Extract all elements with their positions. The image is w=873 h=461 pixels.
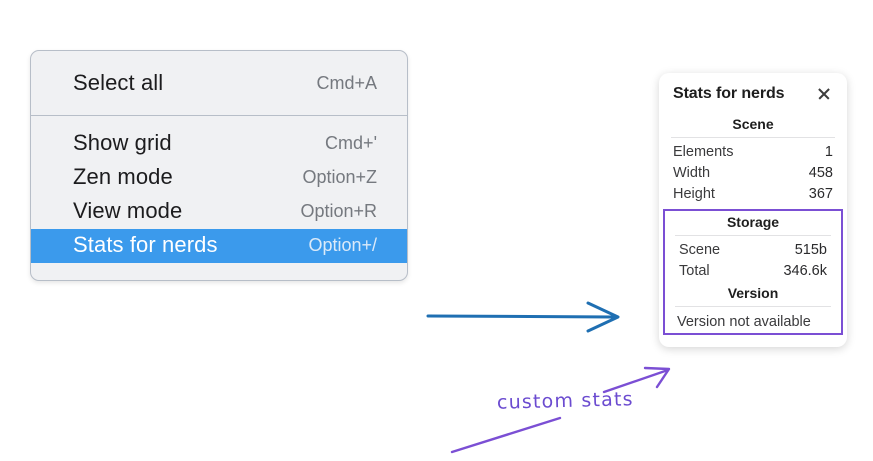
divider — [675, 235, 831, 236]
menu-section-view: Show grid Cmd+' Zen mode Option+Z View m… — [31, 116, 407, 280]
stats-row: Total 346.6k — [665, 261, 841, 282]
divider — [675, 306, 831, 307]
menu-section-primary: Select all Cmd+A — [31, 51, 407, 115]
version-not-available-text: Version not available — [677, 314, 811, 330]
stats-row-label: Total — [679, 263, 710, 279]
stats-row: Height 367 — [659, 184, 847, 205]
stats-row-value: 346.6k — [783, 263, 827, 279]
stats-row: Elements 1 — [659, 142, 847, 163]
stats-row: Scene 515b — [665, 240, 841, 261]
stats-row-label: Elements — [673, 144, 734, 160]
divider — [671, 137, 835, 138]
menu-item-shortcut: Option+/ — [308, 234, 377, 255]
canvas-context-menu[interactable]: Select all Cmd+A Show grid Cmd+' Zen mod… — [30, 50, 408, 281]
flow-arrow-icon — [426, 301, 620, 333]
stats-group-title: Version — [727, 285, 779, 301]
stats-group-version: Version Version not available — [665, 282, 841, 331]
menu-item-shortcut: Cmd+' — [325, 132, 377, 153]
annotation-label-custom-stats: custom stats — [496, 388, 635, 414]
menu-item-shortcut: Cmd+A — [316, 72, 377, 93]
stats-row-label: Height — [673, 186, 715, 202]
menu-item-show-grid[interactable]: Show grid Cmd+' — [31, 127, 407, 161]
stats-group-storage: Storage Scene 515b Total 346.6k — [665, 211, 841, 282]
menu-divider — [31, 115, 407, 116]
menu-item-label: View mode — [73, 198, 183, 223]
menu-item-label: Select all — [73, 70, 164, 95]
stats-group-scene: Scene Elements 1 Width 458 Height 367 — [659, 113, 847, 205]
stats-row: Width 458 — [659, 163, 847, 184]
stats-group-title: Scene — [732, 116, 774, 132]
menu-item-label: Show grid — [73, 130, 172, 155]
stats-row-value: 458 — [808, 165, 833, 181]
custom-stats-highlight-box: Storage Scene 515b Total 346.6k Version … — [663, 209, 843, 335]
close-icon[interactable] — [815, 85, 833, 103]
stats-row-value: 515b — [794, 242, 827, 258]
menu-item-shortcut: Option+Z — [302, 166, 377, 187]
stats-for-nerds-panel[interactable]: Stats for nerds Scene Elements 1 Width 4… — [659, 73, 847, 347]
menu-item-label: Zen mode — [73, 164, 173, 189]
stats-row-value: 367 — [808, 186, 833, 202]
stats-group-title: Storage — [726, 214, 780, 230]
stats-row-label: Width — [673, 165, 711, 181]
stats-panel-header: Stats for nerds — [659, 85, 847, 103]
callout-underline-icon — [450, 416, 562, 454]
stats-row-label: Scene — [679, 242, 721, 258]
menu-item-shortcut: Option+R — [300, 200, 377, 221]
menu-item-select-all[interactable]: Select all Cmd+A — [31, 67, 407, 101]
menu-item-view-mode[interactable]: View mode Option+R — [31, 195, 407, 229]
menu-item-stats-for-nerds[interactable]: Stats for nerds Option+/ — [31, 229, 407, 263]
stats-panel-title: Stats for nerds — [673, 85, 785, 102]
menu-item-label: Stats for nerds — [73, 232, 218, 257]
stats-row-value: 1 — [824, 144, 833, 160]
menu-item-zen-mode[interactable]: Zen mode Option+Z — [31, 161, 407, 195]
